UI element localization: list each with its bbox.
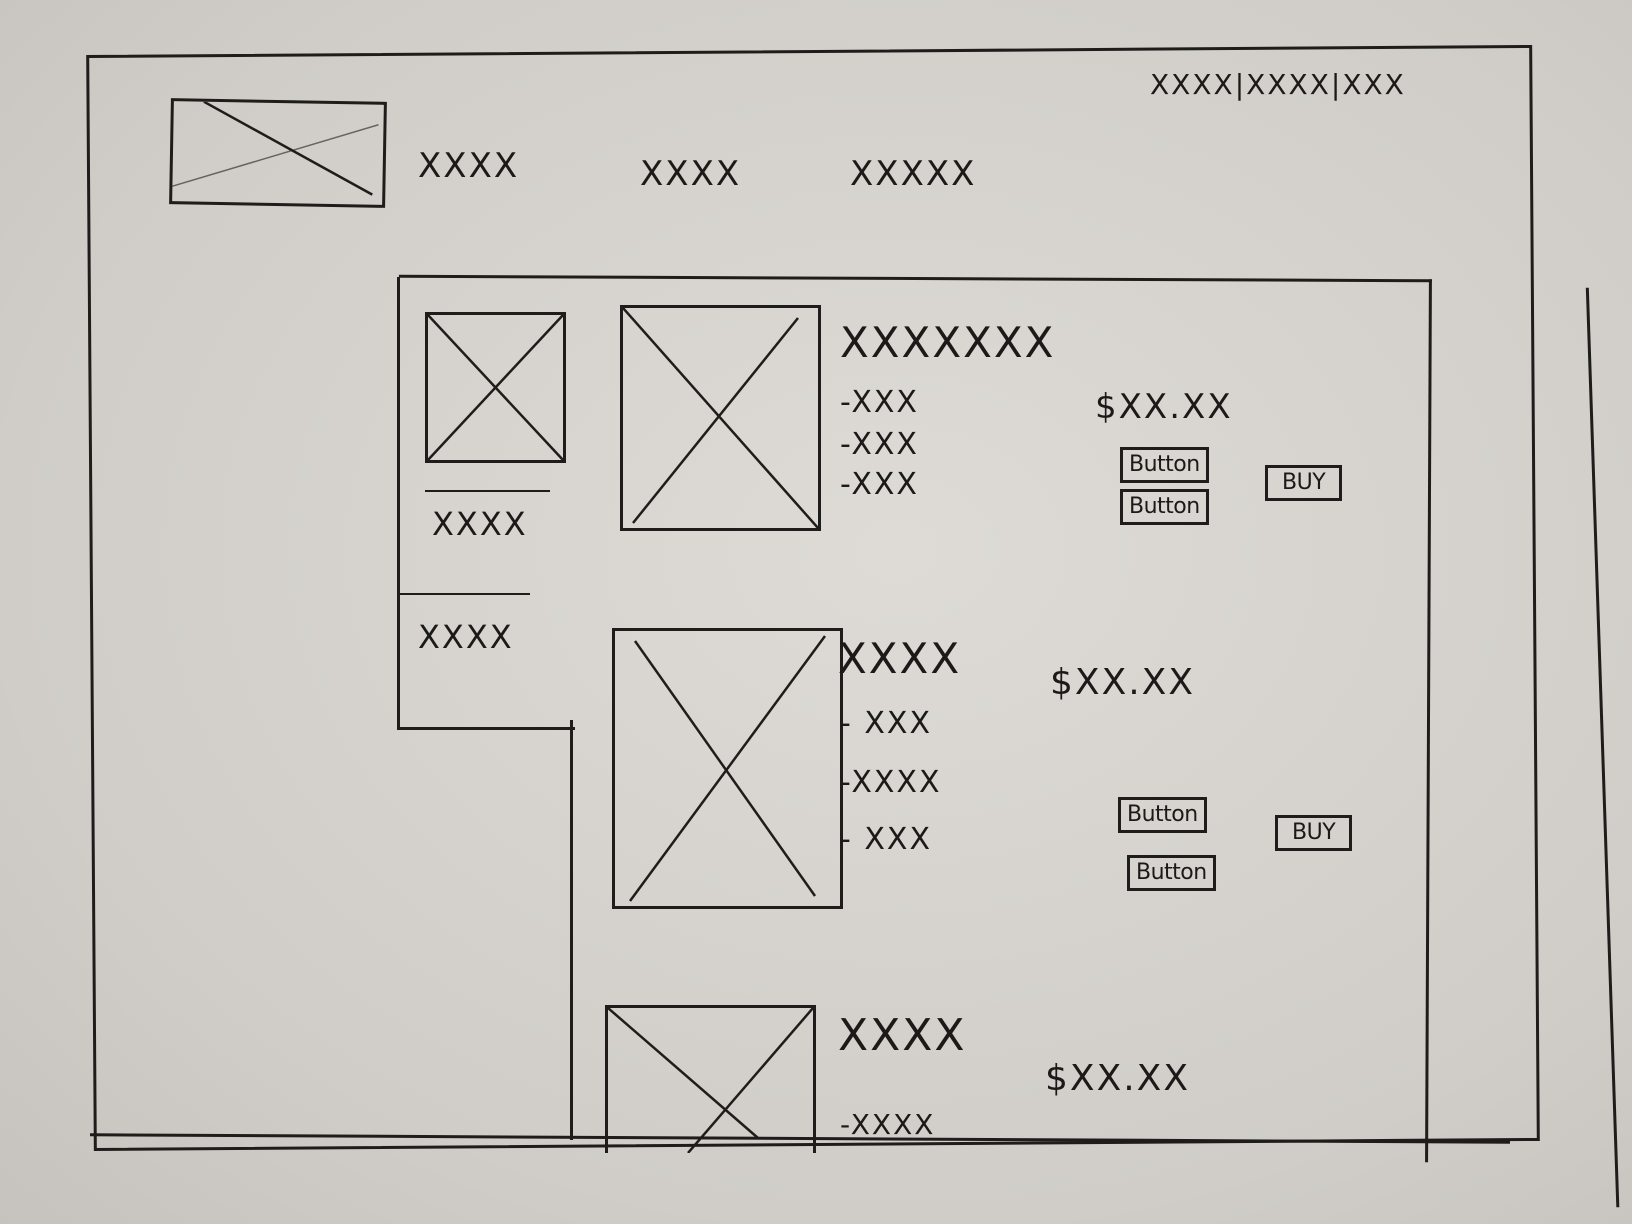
image-placeholder-icon (608, 1008, 813, 1153)
image-placeholder-icon (428, 315, 563, 460)
product-3-image[interactable] (605, 1005, 816, 1153)
product-1-image[interactable] (620, 305, 821, 531)
top-utility-links[interactable]: XXXX|XXXX|XXX (1150, 68, 1406, 101)
product-1-title[interactable]: XXXXXXX (840, 318, 1056, 367)
sidebar (397, 277, 575, 730)
sidebar-item-1[interactable]: XXXX (432, 505, 528, 543)
product-1-feature-3: -XXX (840, 467, 919, 502)
image-placeholder-icon (623, 308, 818, 528)
logo-placeholder[interactable] (169, 98, 387, 208)
product-2-button-1[interactable]: Button (1118, 797, 1207, 833)
product-2-feature-2: -XXXX (840, 765, 942, 800)
product-2-title[interactable]: XXXX (838, 634, 962, 683)
sidebar-item-2[interactable]: XXXX (418, 618, 514, 656)
product-3-price: $XX.XX (1045, 1058, 1190, 1099)
product-2-price: $XX.XX (1050, 662, 1195, 703)
product-1-buy-button[interactable]: BUY (1265, 465, 1343, 501)
sidebar-thumbnail[interactable] (425, 312, 566, 463)
nav-item-2[interactable]: XXXX (640, 154, 742, 194)
product-1-feature-1: -XXX (840, 385, 919, 420)
product-2-feature-1: - XXX (840, 706, 933, 741)
sidebar-divider (570, 720, 573, 1140)
product-2-feature-3: - XXX (840, 822, 933, 857)
product-2-image[interactable] (612, 628, 843, 909)
product-1-button-2[interactable]: Button (1120, 489, 1209, 525)
product-2-buy-button[interactable]: BUY (1275, 815, 1353, 851)
image-placeholder-icon (628, 635, 827, 902)
logo-x-icon (172, 101, 379, 196)
nav-item-1[interactable]: XXXX (418, 146, 520, 186)
product-2-button-2[interactable]: Button (1127, 855, 1216, 891)
product-1-button-1[interactable]: Button (1120, 447, 1209, 483)
nav-item-3[interactable]: XXXXX (850, 154, 977, 194)
product-3-title[interactable]: XXXX (838, 1010, 967, 1061)
product-1-price: $XX.XX (1095, 387, 1233, 427)
product-1-feature-2: -XXX (840, 427, 919, 462)
sidebar-rule-2 (400, 593, 530, 595)
sidebar-rule-1 (425, 490, 550, 492)
product-3-feature-1: -XXXX (840, 1108, 936, 1141)
